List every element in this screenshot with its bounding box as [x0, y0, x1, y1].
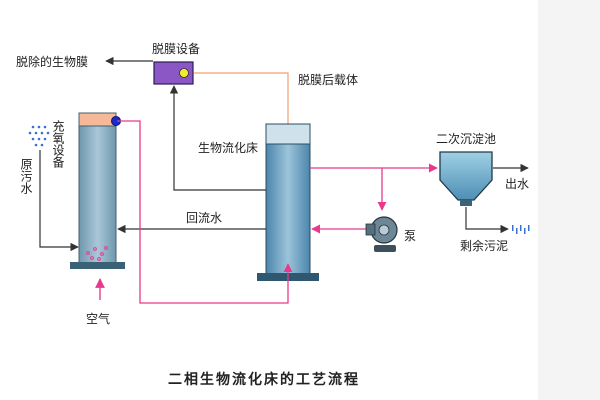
- label-oxygen-equipment: 充氧设备: [51, 119, 65, 169]
- carrier-to-stripper-line: [194, 72, 293, 136]
- label-stripping-equipment: 脱膜设备: [152, 41, 200, 56]
- secondary-clarifier: [439, 151, 493, 206]
- raw-sewage-inlet: [28, 125, 79, 252]
- sewage-drops-icon: [28, 125, 50, 147]
- label-return-water: 回流水: [186, 211, 222, 225]
- sludge-arrow: [465, 207, 509, 234]
- oxygenated-feed-line: [117, 120, 293, 304]
- oxygenation-column: [70, 112, 125, 269]
- label-secondary-clarifier: 二次沉淀池: [436, 132, 496, 146]
- sludge-drops-icon: [512, 225, 530, 234]
- label-raw-sewage: 原污水: [19, 158, 33, 194]
- stripping-equipment: [153, 61, 194, 85]
- oxygenation-column-top: [78, 112, 117, 127]
- label-removed-biofilm: 脱除的生物膜: [16, 54, 88, 69]
- stripper-return-line: [169, 85, 266, 191]
- diagram-caption: 二相生物流化床的工艺流程: [168, 371, 360, 388]
- fluidized-bed-top: [265, 123, 311, 145]
- label-air: 空气: [86, 311, 110, 326]
- oxygenation-column-base: [70, 262, 125, 269]
- label-effluent: 出水: [505, 177, 529, 191]
- label-stripped-carrier: 脱膜后载体: [298, 72, 358, 87]
- centrifugal-pump-icon: [365, 216, 398, 252]
- aeration-bubbles-icon: [86, 246, 108, 261]
- fluidized-bed-column: [257, 123, 319, 281]
- label-pump: 泵: [404, 229, 416, 243]
- label-fluidized-bed: 生物流化床: [198, 141, 258, 155]
- label-excess-sludge: 剩余污泥: [460, 238, 508, 253]
- indicator-light-icon: [179, 68, 189, 78]
